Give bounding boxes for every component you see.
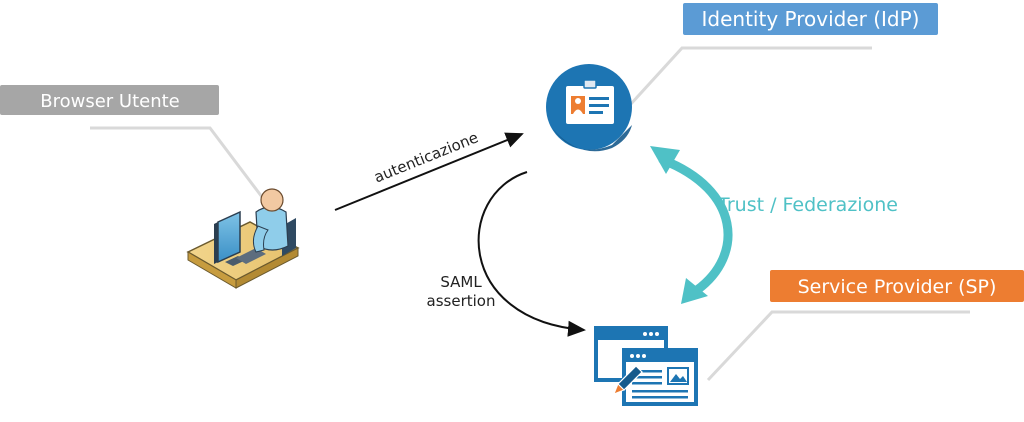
browser-windows-icon — [594, 326, 698, 406]
browser-label: Browser Utente — [40, 91, 180, 112]
saml-assertion-arrow: SAML assertion — [427, 171, 586, 337]
authentication-arrow: autenticazione — [334, 128, 524, 211]
user-at-computer-icon — [186, 188, 300, 289]
sp-badge: Service Provider (SP) — [770, 270, 1024, 302]
browser-badge: Browser Utente — [0, 85, 219, 115]
id-card-icon — [546, 64, 632, 152]
trust-arrowhead-top — [650, 146, 680, 174]
trust-label: Trust / Federazione — [717, 194, 898, 216]
trust-arrowhead-bottom — [681, 278, 708, 304]
trust-federation-arrow: Trust / Federazione — [650, 146, 898, 304]
idp-badge: Identity Provider (IdP) — [683, 3, 938, 35]
sp-label: Service Provider (SP) — [798, 276, 997, 298]
browser-connector — [90, 126, 264, 198]
saml-label-line2: assertion — [427, 292, 496, 310]
saml-label-line1: SAML — [440, 273, 482, 291]
idp-label: Identity Provider (IdP) — [702, 7, 920, 31]
sp-connector — [706, 310, 970, 382]
connector-lines — [90, 46, 970, 382]
idp-connector — [628, 46, 872, 107]
